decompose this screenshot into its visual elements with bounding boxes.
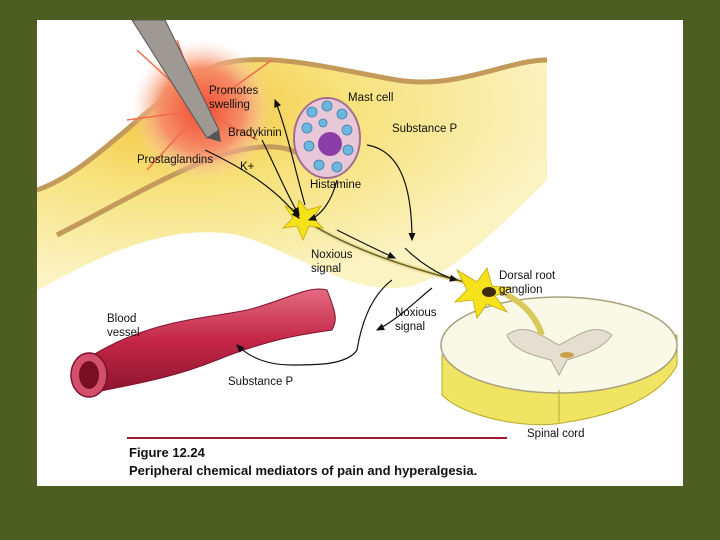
mediator-arrows	[204, 98, 459, 366]
label-promotes-swelling-1: Promotes	[209, 85, 258, 97]
label-noxious-signal-2b: signal	[395, 321, 425, 333]
skin-surface	[37, 57, 548, 193]
blood-vessel	[70, 288, 336, 398]
label-blood-vessel-2: vessel	[107, 327, 140, 339]
label-noxious-signal-2a: Noxious	[395, 307, 437, 319]
label-mast-cell: Mast cell	[348, 92, 393, 104]
label-noxious-signal-1a: Noxious	[311, 249, 353, 261]
label-noxious-signal-1b: signal	[311, 263, 341, 275]
slide: Promotes swelling Mast cell Bradykinin S…	[37, 20, 683, 486]
label-spinal-cord: Spinal cord	[527, 428, 585, 440]
dorsal-root-ganglion	[482, 287, 496, 297]
label-blood-vessel-1: Blood	[107, 313, 136, 325]
needle	[131, 20, 221, 142]
label-promotes-swelling-2: swelling	[209, 99, 250, 111]
label-prostaglandins: Prostaglandins	[137, 154, 213, 166]
spinal-cord	[440, 296, 678, 426]
label-k-plus: K+	[240, 161, 255, 173]
label-substance-p-top: Substance P	[392, 123, 458, 135]
figure-title: Peripheral chemical mediators of pain an…	[129, 463, 477, 478]
mast-cell	[293, 97, 361, 179]
figure-number: Figure 12.24	[129, 445, 206, 460]
label-substance-p-bottom: Substance P	[228, 376, 294, 388]
label-bradykinin: Bradykinin	[228, 127, 282, 139]
tissue-region	[37, 59, 547, 290]
label-histamine: Histamine	[310, 179, 361, 191]
pain-mediators-diagram: Promotes swelling Mast cell Bradykinin S…	[37, 20, 678, 478]
label-dorsal-root-1: Dorsal root	[499, 270, 556, 282]
label-dorsal-root-2: ganglion	[499, 284, 542, 296]
